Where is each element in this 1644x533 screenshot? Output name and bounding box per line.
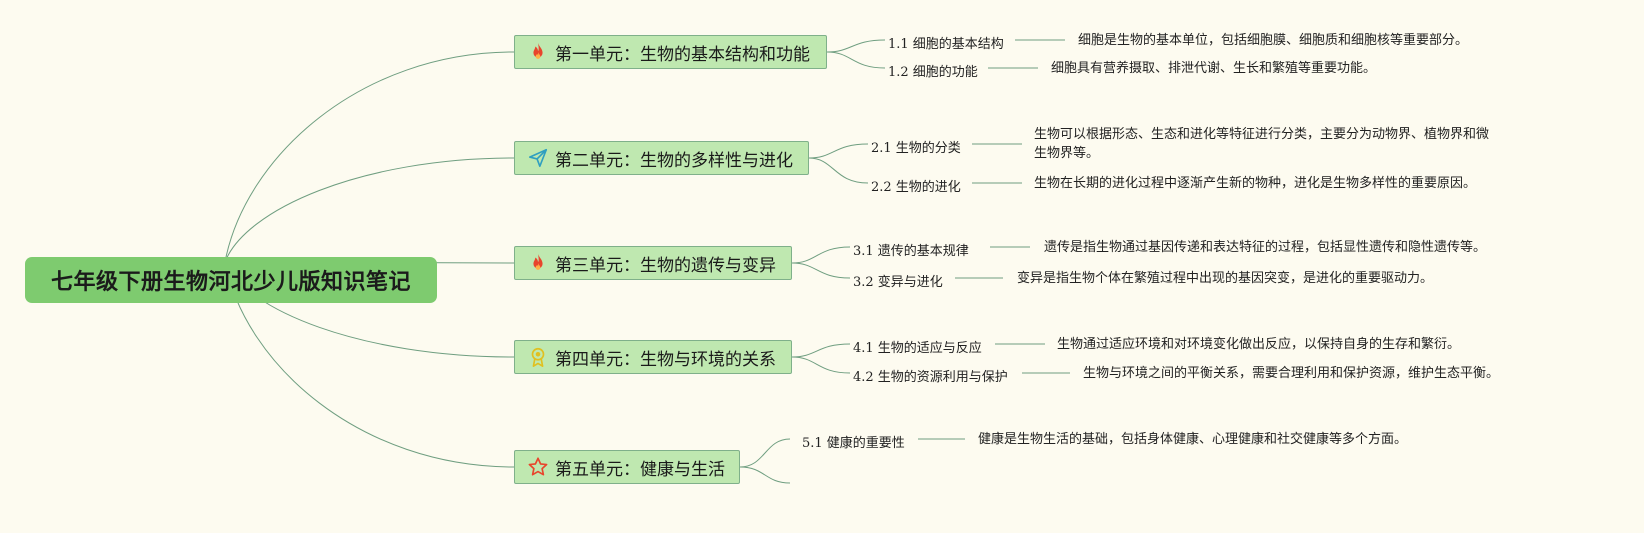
unit-4-title: 第四单元：生物与环境的关系 xyxy=(555,349,776,370)
unit-1-node[interactable]: 第一单元：生物的基本结构和功能 xyxy=(514,35,827,69)
topic-1-2-text: 细胞具有营养摄取、排泄代谢、生长和繁殖等重要功能。 xyxy=(1051,61,1377,76)
unit-2-branch-2 xyxy=(808,157,869,184)
unit-1-branch-2 xyxy=(826,51,886,69)
topic-4-2-label[interactable]: 4.2 生物的资源利用与保护 xyxy=(853,370,1008,385)
topic-4-2-text: 生物与环境之间的平衡关系，需要合理利用和保护资源，维护生态平衡。 xyxy=(1083,366,1500,381)
topic-1-1-label[interactable]: 1.1 细胞的基本结构 xyxy=(888,37,1004,52)
paper-plane-icon xyxy=(527,147,549,169)
topic-4-1-label[interactable]: 4.1 生物的适应与反应 xyxy=(853,341,982,356)
unit-3-branch-2 xyxy=(791,262,851,279)
unit-5-node[interactable]: 第五单元：健康与生活 xyxy=(514,450,740,484)
unit-2-node[interactable]: 第二单元：生物的多样性与进化 xyxy=(514,141,809,175)
topic-2-1-text: 生物可以根据形态、生态和进化等特征进行分类，主要分为动物界、植物界和微生物界等。 xyxy=(1034,127,1490,161)
topic-2-2-text: 生物在长期的进化过程中逐渐产生新的物种，进化是生物多样性的重要原因。 xyxy=(1034,176,1477,191)
unit-3-branch-1 xyxy=(791,246,851,264)
unit-2-branch-1 xyxy=(808,143,869,159)
unit-1-branch-1 xyxy=(826,39,886,53)
unit-5-branch-2 xyxy=(739,466,791,484)
topic-3-1-text: 遗传是指生物通过基因传递和表达特征的过程，包括显性遗传和隐性遗传等。 xyxy=(1044,240,1487,255)
unit-4-node[interactable]: 第四单元：生物与环境的关系 xyxy=(514,340,792,374)
unit-5-title: 第五单元：健康与生活 xyxy=(555,459,725,480)
topic-2-1-label[interactable]: 2.1 生物的分类 xyxy=(871,141,961,156)
unit-4-branch-2 xyxy=(791,356,851,374)
topic-1-1-text: 细胞是生物的基本单位，包括细胞膜、细胞质和细胞核等重要部分。 xyxy=(1078,33,1469,48)
root-connector-1 xyxy=(224,51,515,263)
topic-5-1-text: 健康是生物生活的基础，包括身体健康、心理健康和社交健康等多个方面。 xyxy=(978,432,1408,447)
fire-icon xyxy=(527,41,549,63)
root-connector-5 xyxy=(224,261,515,468)
topic-3-2-label[interactable]: 3.2 变异与进化 xyxy=(853,275,943,290)
unit-3-title: 第三单元：生物的遗传与变异 xyxy=(555,255,776,276)
unit-5-branch-1 xyxy=(739,438,791,468)
topic-3-1-label[interactable]: 3.1 遗传的基本规律 xyxy=(853,244,969,259)
star-icon xyxy=(527,456,549,478)
unit-4-branch-1 xyxy=(791,343,851,358)
topic-1-2-label[interactable]: 1.2 细胞的功能 xyxy=(888,65,978,80)
topic-5-1-label[interactable]: 5.1 健康的重要性 xyxy=(802,436,905,451)
topic-4-1-text: 生物通过适应环境和对环境变化做出反应，以保持自身的生存和繁衍。 xyxy=(1057,337,1461,352)
root-connector-2 xyxy=(224,157,515,263)
unit-1-title: 第一单元：生物的基本结构和功能 xyxy=(555,44,810,65)
unit-2-title: 第二单元：生物的多样性与进化 xyxy=(555,150,793,171)
fire-icon xyxy=(527,252,549,274)
root-topic[interactable]: 七年级下册生物河北少儿版知识笔记 xyxy=(25,257,437,303)
award-icon xyxy=(527,346,549,368)
topic-2-2-label[interactable]: 2.2 生物的进化 xyxy=(871,180,961,195)
unit-3-node[interactable]: 第三单元：生物的遗传与变异 xyxy=(514,246,792,280)
topic-3-2-text: 变异是指生物个体在繁殖过程中出现的基因突变，是进化的重要驱动力。 xyxy=(1017,271,1434,286)
